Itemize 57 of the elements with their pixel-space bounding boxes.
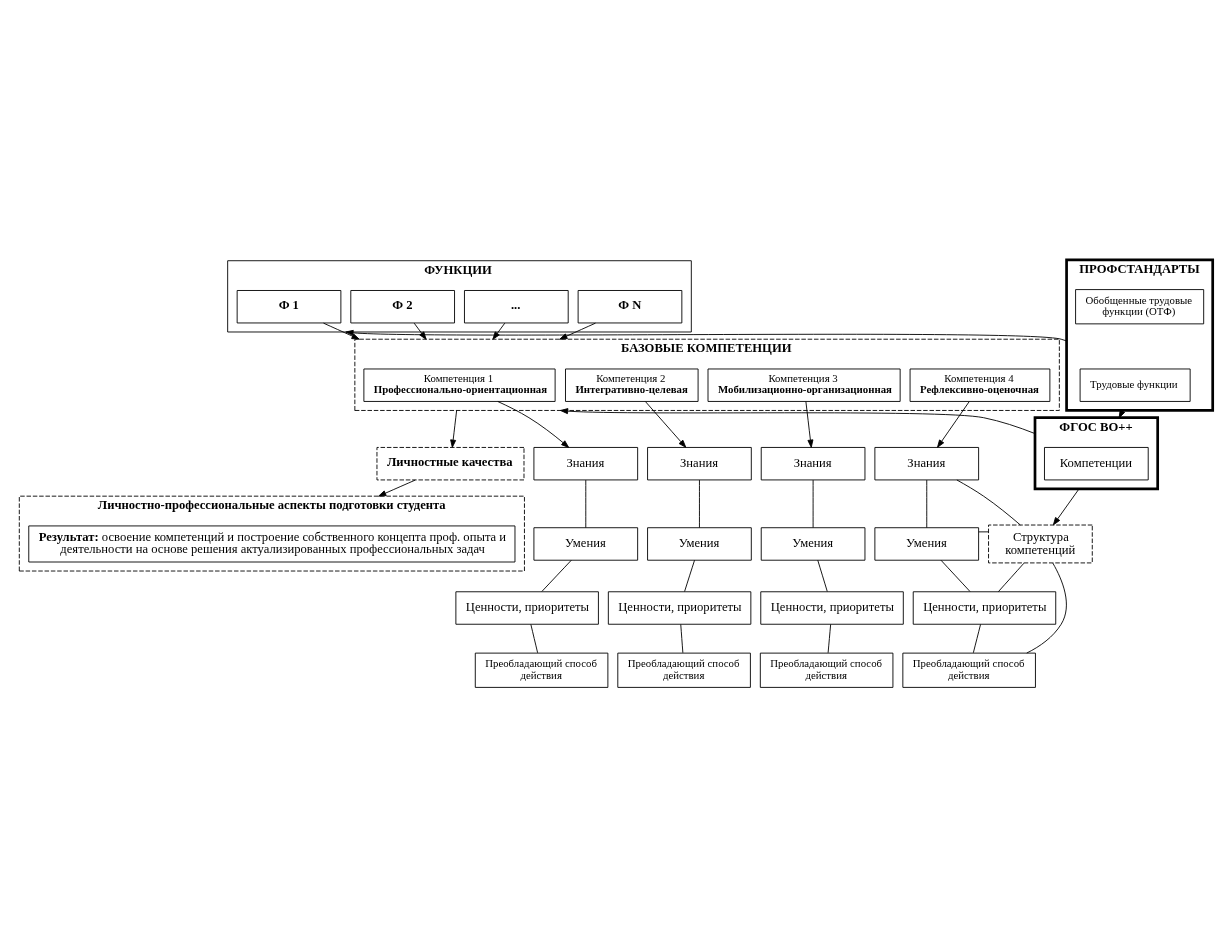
node-box: Компетенция 1 Профессионально-ориентационная: [363, 368, 556, 402]
node-box: Умения: [760, 526, 866, 561]
connector: [978, 530, 989, 532]
node-box: Преобладающий способ действия: [617, 652, 751, 688]
node-box: Личностные качества: [376, 446, 525, 480]
node-box: Компетенции: [1044, 446, 1149, 480]
connector: [684, 559, 695, 592]
node-box: ...: [464, 289, 569, 323]
arrow: [937, 400, 970, 448]
arrow: [1118, 409, 1126, 418]
node-box: Ценности, приоритеты: [607, 590, 752, 625]
node-box: Знания: [647, 446, 752, 480]
connector: [585, 479, 587, 528]
node-box: Компетенция 2 Интегративно-целевая: [565, 368, 699, 402]
node-box: Результат: освоение компетенций и построение собственного концепта проф. опыта и деятельности на основе решения актуализированных профессиональных задач: [28, 524, 516, 562]
arrow: [805, 400, 814, 448]
node-box: Компетенция 4 Рефлексивно-оценочная: [909, 368, 1051, 402]
node-box: Преобладающий способ действия: [474, 652, 609, 688]
connector: [956, 479, 1021, 525]
connector: [530, 623, 539, 653]
node-box: Ценности, приоритеты: [912, 590, 1057, 625]
node-box: Преобладающий способ действия: [759, 652, 894, 688]
connector: [817, 559, 828, 592]
node-box: Компетенция 3 Мобилизационно-организационная: [707, 368, 901, 402]
connector: [997, 562, 1025, 592]
arrow: [645, 400, 687, 448]
node-box: Знания: [533, 446, 639, 480]
node-box: Структура компетенций: [988, 524, 1093, 563]
arrow: [450, 409, 458, 448]
node-box: Трудовые функции: [1079, 368, 1191, 402]
connector: [812, 479, 814, 528]
arrow: [323, 322, 360, 340]
connector: [699, 479, 700, 528]
node-box: Ценности, приоритеты: [455, 590, 599, 625]
node-box: Ценности, приоритеты: [760, 590, 904, 625]
connector: [680, 623, 684, 653]
node-box: Ф 1: [236, 289, 342, 323]
arrow: [1052, 488, 1080, 525]
node-box: Преобладающий способ действия: [902, 652, 1036, 688]
arrow: [560, 407, 1036, 434]
arrow: [559, 322, 596, 340]
node-box: Умения: [647, 526, 752, 561]
connector: [541, 559, 572, 592]
connector: [1026, 562, 1067, 653]
node-box: Обобщенные трудовые функции (ОТФ): [1075, 288, 1205, 324]
arrow: [497, 400, 570, 448]
connector: [940, 559, 971, 592]
node-box: Умения: [874, 526, 980, 561]
node-box: Знания: [760, 446, 866, 480]
arrow: [413, 322, 427, 340]
node-box: Знания: [874, 446, 980, 480]
node-box: Ф 2: [350, 289, 455, 323]
node-box: Умения: [533, 526, 639, 561]
node-box: Ф N: [577, 289, 683, 323]
connector: [972, 623, 981, 653]
connector: [926, 479, 928, 528]
connector: [827, 623, 832, 653]
